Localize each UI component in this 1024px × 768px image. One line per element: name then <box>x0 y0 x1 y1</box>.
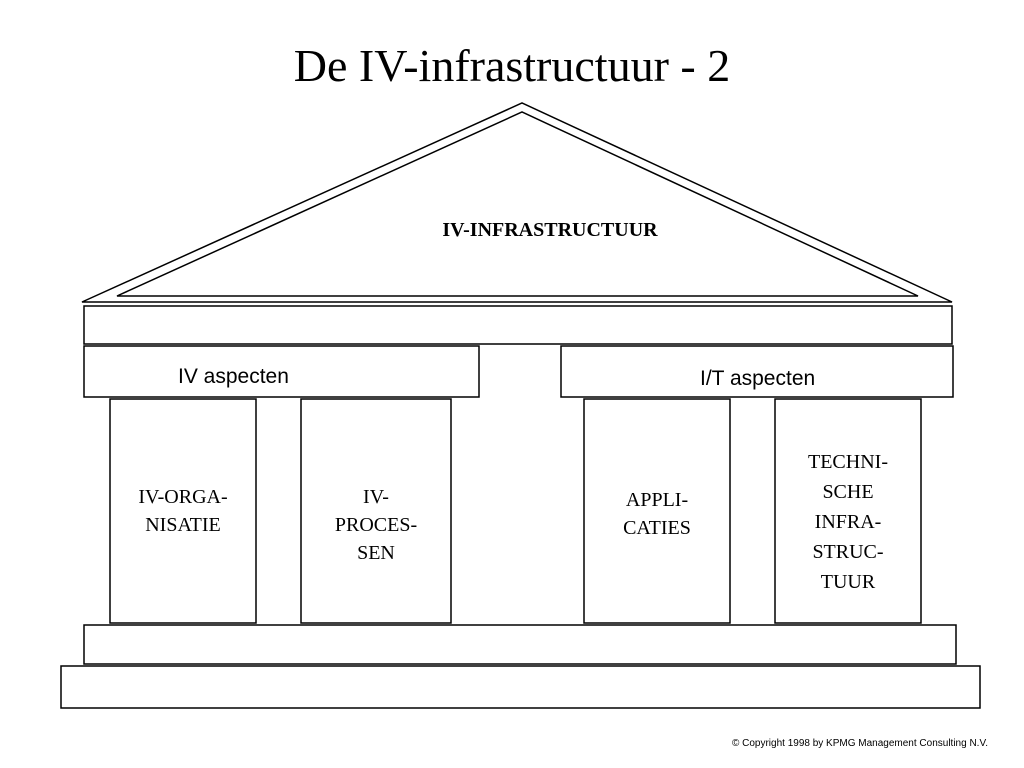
it-aspects-label: I/T aspecten <box>700 367 816 390</box>
pillar-label-applicaties: APPLI- CATIES <box>623 489 691 539</box>
pillar-label-iv-organisatie: IV-ORGA- NISATIE <box>138 486 228 536</box>
pillar-3 <box>583 398 731 624</box>
base-lower <box>60 665 981 709</box>
beam-left <box>83 345 480 398</box>
roof-inner <box>116 111 919 297</box>
pillar-label-technische-infrastructuur: TECHNI- SCHE INFRA- STRUC- TUUR <box>808 451 888 593</box>
roof-outer <box>81 102 953 303</box>
pillar-1 <box>109 398 257 624</box>
pillar-label-iv-processen: IV- PROCES- SEN <box>334 486 418 564</box>
iv-aspects-label: IV aspecten <box>178 365 289 388</box>
beam-right <box>560 345 954 398</box>
pillar-2 <box>300 398 452 624</box>
architrave <box>83 305 953 345</box>
slide-title: De IV-infrastructuur - 2 <box>293 40 731 91</box>
roof-label: IV-INFRASTRUCTUUR <box>442 219 658 241</box>
pillar-4 <box>774 398 922 624</box>
copyright-notice: © Copyright 1998 by KPMG Management Cons… <box>731 738 988 749</box>
base-upper <box>83 624 957 665</box>
